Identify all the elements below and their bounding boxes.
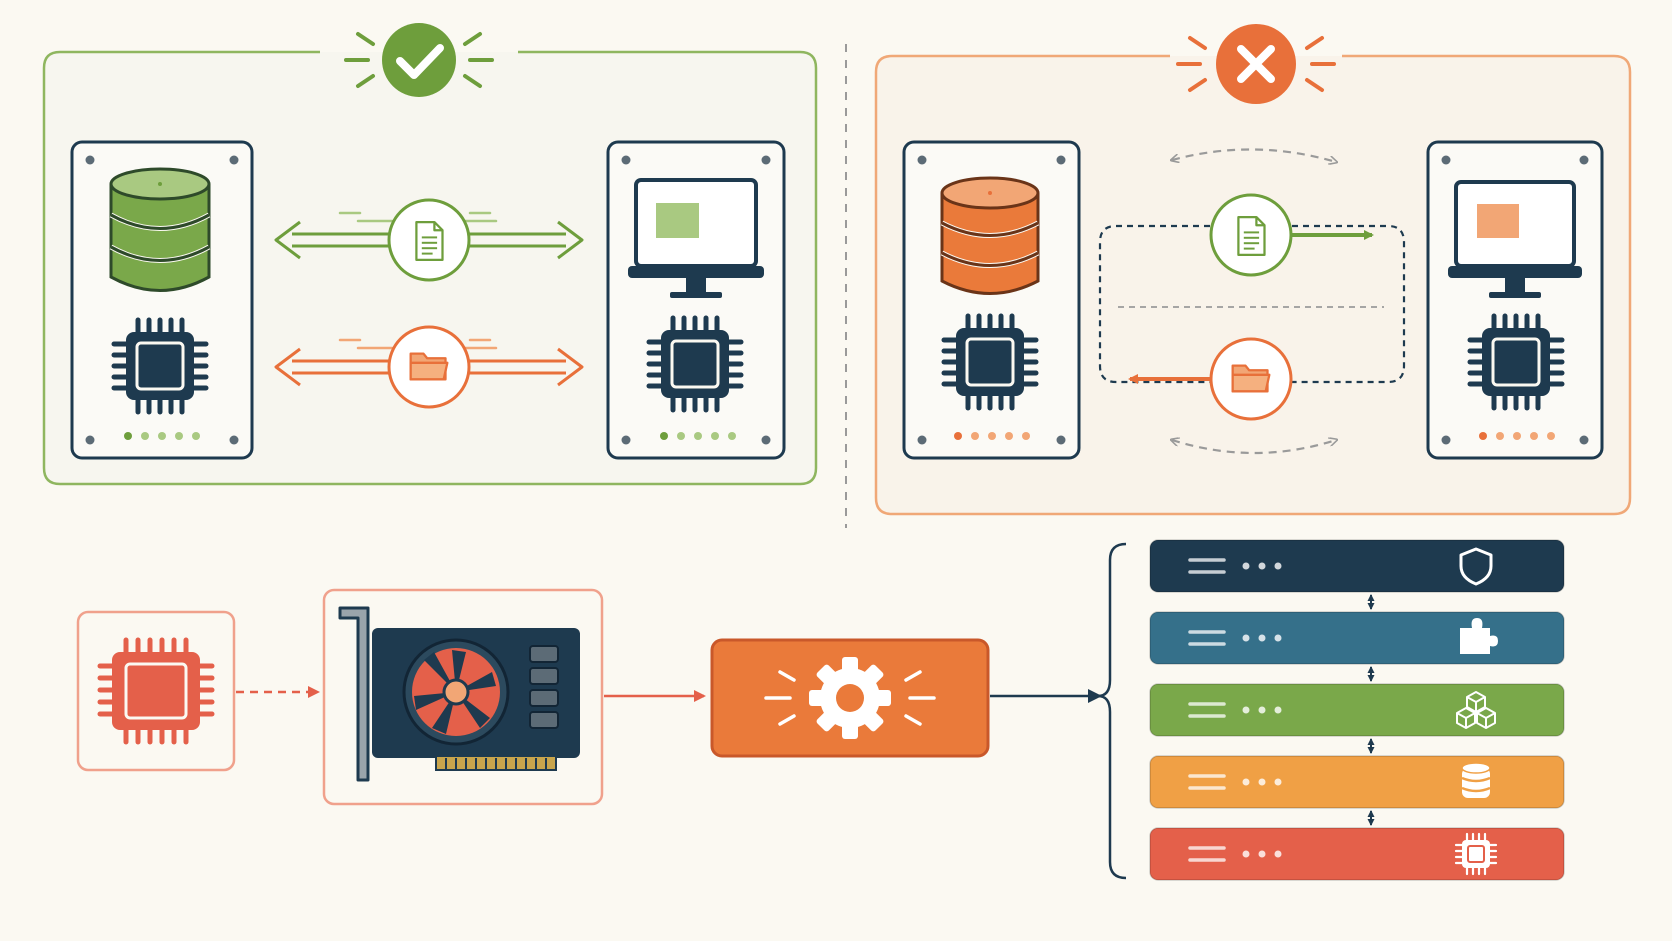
dots-icon: [1242, 778, 1282, 786]
x-circle-icon: [1176, 24, 1336, 104]
stack-layer: [1149, 827, 1565, 881]
menu-lines-icon: [1188, 630, 1226, 646]
dots-icon: [1242, 706, 1282, 714]
document-icon: [1237, 215, 1266, 257]
folder-icon: [409, 352, 449, 381]
monitor-icon: [1448, 180, 1582, 298]
database-icon: [1461, 762, 1491, 798]
layer-stack: [1149, 539, 1565, 881]
gear-icon: [809, 657, 891, 739]
invalid-panel: [874, 24, 1632, 516]
gpu-step: [322, 588, 604, 806]
cpu-chip-icon: [97, 637, 215, 745]
client-server: [1426, 140, 1604, 460]
cubes-icon: [1456, 691, 1496, 729]
status-leds: [1479, 432, 1555, 440]
folder-icon: [1231, 364, 1271, 393]
cpu-step: [76, 610, 236, 772]
stack-layer: [1149, 683, 1565, 737]
client-server: [606, 140, 786, 460]
stack-brace: [1097, 542, 1127, 880]
dots-icon: [1242, 634, 1282, 642]
storage-server: [902, 140, 1081, 460]
status-leds: [124, 432, 200, 440]
database-icon: [109, 167, 211, 292]
stack-layer: [1149, 755, 1565, 809]
stack-layer: [1149, 539, 1565, 593]
shield-icon: [1459, 547, 1493, 586]
sparkle-lines: [764, 670, 936, 726]
puzzle-icon: [1460, 618, 1498, 654]
storage-server: [70, 140, 254, 460]
broken-transfer-flow: [1098, 148, 1406, 455]
gpu-card-icon: [338, 606, 580, 782]
menu-lines-icon: [1188, 558, 1226, 574]
engine-step: [710, 638, 990, 758]
database-icon: [940, 176, 1040, 295]
check-circle-icon: [344, 23, 494, 97]
status-leds: [660, 432, 736, 440]
menu-lines-icon: [1188, 846, 1226, 862]
folder-transfer-arrow: [274, 325, 584, 409]
menu-lines-icon: [1188, 774, 1226, 790]
dots-icon: [1242, 850, 1282, 858]
dots-icon: [1242, 562, 1282, 570]
valid-panel: [42, 23, 818, 486]
document-icon: [415, 220, 444, 262]
chip-icon: [1454, 832, 1498, 876]
stack-layer: [1149, 611, 1565, 665]
status-leds: [954, 432, 1030, 440]
monitor-icon: [628, 178, 764, 298]
processing-pipeline: [76, 539, 1565, 881]
document-transfer-arrow: [274, 198, 584, 282]
menu-lines-icon: [1188, 702, 1226, 718]
